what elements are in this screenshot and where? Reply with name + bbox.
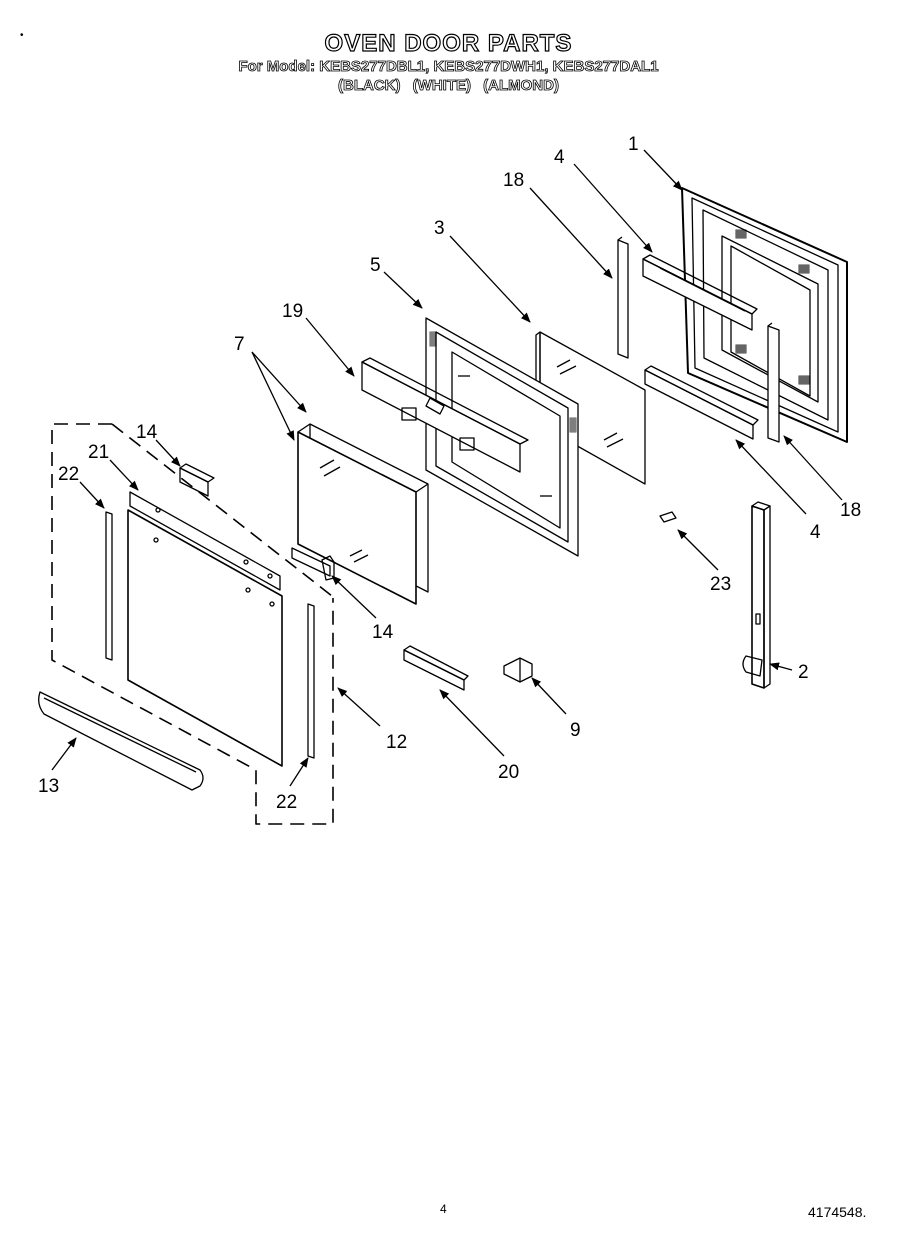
part-4-channel-lower bbox=[644, 365, 759, 440]
callout-21: 21 bbox=[88, 442, 109, 463]
part-7-glass-pair bbox=[297, 423, 429, 605]
part-13-handle bbox=[38, 691, 204, 791]
callout-22-left: 22 bbox=[58, 464, 79, 485]
callout-18-lower: 18 bbox=[840, 500, 861, 521]
corner-mark: • bbox=[20, 30, 24, 41]
leader-22-right bbox=[289, 757, 309, 787]
document-number: 4174548. bbox=[808, 1204, 867, 1220]
leader-14-upper bbox=[155, 439, 181, 467]
part-12-outer-panel bbox=[127, 509, 283, 767]
callout-23: 23 bbox=[710, 574, 731, 595]
part-18-trim-left bbox=[617, 239, 629, 359]
part-4-channel-upper bbox=[642, 254, 758, 331]
part-19-shield bbox=[361, 357, 529, 473]
part-22-strip-right bbox=[307, 603, 315, 759]
callout-2: 2 bbox=[798, 662, 809, 683]
part-2-hinge-rail bbox=[742, 501, 771, 689]
callout-19: 19 bbox=[282, 301, 303, 322]
leader-9 bbox=[531, 677, 567, 715]
leader-2 bbox=[769, 662, 793, 671]
callout-18-upper: 18 bbox=[503, 170, 524, 191]
part-18-trim-right bbox=[767, 325, 780, 443]
leader-5 bbox=[383, 271, 423, 309]
part-23-clip bbox=[659, 511, 677, 523]
part-14-bracket-upper bbox=[179, 463, 215, 497]
leader-23 bbox=[677, 529, 719, 571]
callout-1: 1 bbox=[628, 134, 639, 155]
leader-19 bbox=[305, 317, 355, 377]
leader-4-lower bbox=[735, 439, 807, 515]
part-20-plate bbox=[403, 645, 469, 691]
part-14-bracket-lower bbox=[291, 547, 335, 581]
leader-7b bbox=[251, 351, 295, 441]
leader-20 bbox=[439, 689, 505, 757]
callout-20: 20 bbox=[498, 762, 519, 783]
leader-18-lower bbox=[783, 435, 843, 501]
leader-21 bbox=[109, 459, 139, 491]
part-1-outer-door-frame bbox=[681, 187, 848, 443]
callout-3: 3 bbox=[434, 218, 445, 239]
page-number: 4 bbox=[440, 1202, 447, 1216]
leader-22-left bbox=[79, 481, 105, 509]
part-21-top-strip bbox=[129, 491, 281, 591]
page-title: OVEN DOOR PARTS bbox=[324, 29, 573, 57]
callout-9: 9 bbox=[570, 720, 581, 741]
leader-3 bbox=[449, 235, 531, 323]
callout-14-upper: 14 bbox=[136, 422, 158, 443]
part-22-strip-left bbox=[105, 511, 113, 661]
leader-7a bbox=[251, 351, 307, 413]
callout-14-lower: 14 bbox=[372, 622, 394, 643]
leader-4-upper bbox=[573, 163, 653, 253]
leader-18-upper bbox=[529, 187, 613, 279]
leader-1 bbox=[643, 149, 683, 191]
callout-7: 7 bbox=[234, 334, 245, 355]
callout-12: 12 bbox=[386, 732, 407, 753]
callout-4-lower: 4 bbox=[810, 522, 821, 543]
leader-13 bbox=[51, 737, 77, 771]
leader-12 bbox=[337, 687, 381, 727]
model-subtitle: For Model: KEBS277DBL1, KEBS277DWH1, KEB… bbox=[238, 58, 659, 76]
callout-4-upper: 4 bbox=[554, 147, 565, 168]
callout-22-right: 22 bbox=[276, 792, 297, 813]
color-variants: (BLACK) (WHITE) (ALMOND) bbox=[338, 77, 560, 95]
leader-14-lower bbox=[331, 575, 377, 619]
callout-5: 5 bbox=[370, 255, 381, 276]
part-9-clip bbox=[503, 657, 533, 683]
callout-13: 13 bbox=[38, 776, 59, 797]
